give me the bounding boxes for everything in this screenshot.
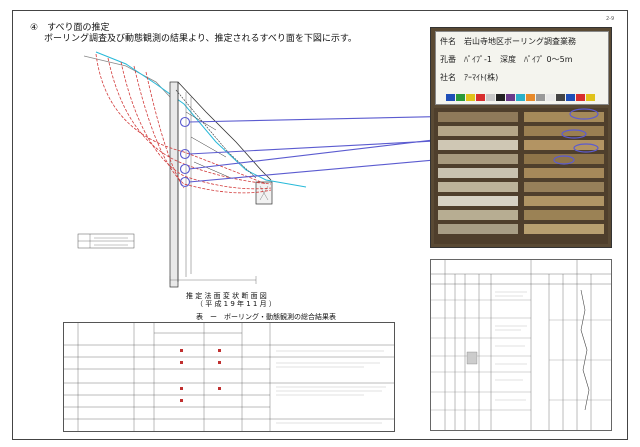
color-chart (446, 94, 596, 101)
boring-log-sheet (430, 259, 612, 431)
core-boxes (434, 108, 608, 244)
core-label-board: 件名 岩山寺地区ボーリング調査業務 孔番 ﾊﾟｲﾌﾟ-1 深度 ﾊﾟｲﾌﾟ 0～… (435, 31, 609, 105)
slip-surfaces (95, 53, 272, 194)
page-number: 2-9 (606, 16, 615, 22)
core-sample-photo: 件名 岩山寺地区ボーリング調査業務 孔番 ﾊﾟｲﾌﾟ-1 深度 ﾊﾟｲﾌﾟ 0～… (430, 27, 612, 248)
board-project-name: 件名 岩山寺地区ボーリング調査業務 (440, 37, 576, 46)
summary-table-caption: 表 ー ボーリング・動態観測の総合結果表 (196, 313, 336, 321)
groundwater-line (95, 51, 307, 188)
board-company: 社名 ｱｰﾏｲﾄ(株) (440, 73, 499, 82)
section-description: ボーリング調査及び動態観測の結果より、推定されるすべり面を下図に示す。 (44, 34, 357, 44)
board-hole-depth: 孔番 ﾊﾟｲﾌﾟ-1 深度 ﾊﾟｲﾌﾟ 0～5m (440, 55, 573, 64)
section-caption-date: （ 平 成 1 9 年 1 1 月 ） (196, 300, 276, 308)
section-caption: 推 定 法 面 変 状 断 面 図 (186, 292, 267, 300)
slope-cross-section (77, 51, 307, 288)
summary-results-table (63, 322, 395, 432)
section-heading: ④ すべり面の推定 (30, 23, 110, 33)
